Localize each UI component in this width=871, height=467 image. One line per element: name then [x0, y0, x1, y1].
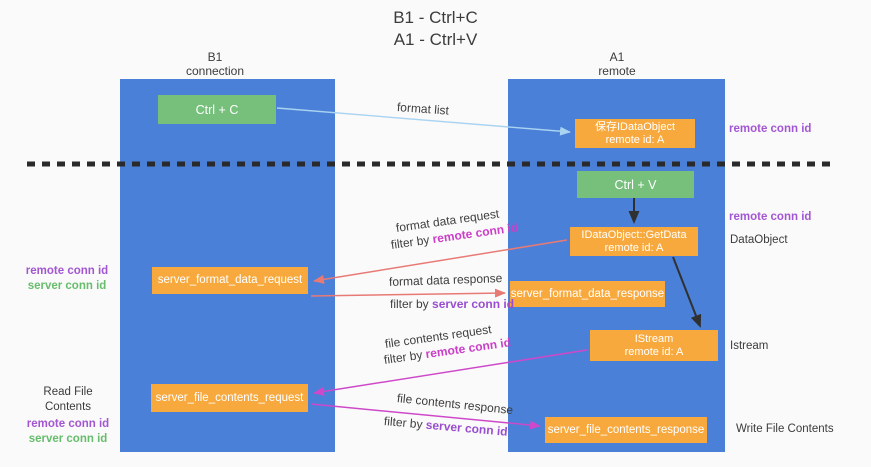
getdata-line2: remote id: A: [604, 241, 664, 254]
annotation-read-file-contents: Read File Contents: [43, 386, 93, 413]
filter-key-server-conn-id: server conn id: [425, 417, 509, 439]
server-file-contents-request-label: server_file_contents_request: [155, 391, 304, 404]
annotation-istream: Istream: [730, 340, 769, 352]
istream-line1: IStream: [634, 332, 674, 345]
label-file-contents-response: file contents response: [396, 391, 514, 418]
server-file-contents-response-box: server_file_contents_response: [545, 417, 707, 443]
server-file-contents-response-label: server_file_contents_response: [547, 423, 705, 436]
ctrl-c-box: Ctrl + C: [158, 95, 276, 124]
save-dataobject-box: 保存IDataObject remote id: A: [575, 119, 695, 148]
save-dataobject-line2: remote id: A: [605, 133, 665, 146]
filter-prefix: filter by: [390, 232, 434, 252]
annotation-remote-conn-id-left-bottom: remote conn id: [26, 418, 110, 430]
annotation-remote-conn-id-left-mid: remote conn id: [25, 265, 109, 277]
server-file-contents-request-box: server_file_contents_request: [151, 384, 308, 412]
lane-b1-title: B1: [207, 50, 223, 64]
annotation-dataobject: DataObject: [730, 234, 788, 246]
filter-key-server-conn-id: server conn id: [432, 297, 515, 311]
page-title: B1 - Ctrl+C A1 - Ctrl+V: [0, 7, 871, 51]
server-format-data-request-label: server_format_data_request: [157, 274, 303, 286]
server-format-data-response-label: server_format_data_response: [510, 287, 665, 300]
title-line-2: A1 - Ctrl+V: [393, 30, 478, 49]
lane-b1-subtitle: connection: [185, 64, 245, 78]
annotation-remote-conn-id-mid-right: remote conn id: [729, 211, 812, 223]
label-filter-server-conn-id-2: filter by server conn id: [383, 414, 508, 439]
save-dataobject-line1: 保存IDataObject: [594, 120, 676, 133]
arrow-format-data-response: [310, 288, 506, 298]
label-format-list: format list: [396, 100, 450, 118]
getdata-line1: IDataObject::GetData: [581, 228, 687, 241]
ctrl-c-label: Ctrl + C: [195, 102, 239, 117]
ctrl-v-label: Ctrl + V: [614, 177, 657, 192]
annotation-write-file-contents: Write File Contents: [736, 423, 834, 435]
annotation-left-mid-conn-ids: remote conn id server conn id: [24, 264, 110, 294]
ctrl-v-box: Ctrl + V: [577, 171, 694, 198]
label-format-data-response: format data response: [388, 271, 503, 289]
getdata-box: IDataObject::GetData remote id: A: [570, 227, 698, 256]
istream-line2: remote id: A: [624, 345, 684, 358]
annotation-server-conn-id-left-bottom: server conn id: [28, 433, 108, 445]
annotation-remote-conn-id-top-right: remote conn id: [729, 123, 812, 135]
title-line-1: B1 - Ctrl+C: [393, 8, 478, 27]
filter-prefix: filter by: [390, 297, 433, 311]
lane-a1-title: A1: [609, 50, 625, 64]
lane-a1-subtitle: remote: [598, 64, 636, 78]
annotation-left-bottom-block: Read File Contents remote conn id server…: [20, 385, 116, 447]
server-format-data-response-box: server_format_data_response: [510, 281, 665, 307]
lane-header-b1: B1 connection: [153, 50, 277, 78]
istream-box: IStream remote id: A: [590, 330, 718, 361]
label-filter-server-conn-id-1: filter by server conn id: [390, 297, 514, 311]
annotation-server-conn-id-left-mid: server conn id: [27, 280, 107, 292]
server-format-data-request-box: server_format_data_request: [152, 267, 308, 294]
filter-prefix: filter by: [383, 414, 427, 432]
lane-header-a1: A1 remote: [555, 50, 679, 78]
